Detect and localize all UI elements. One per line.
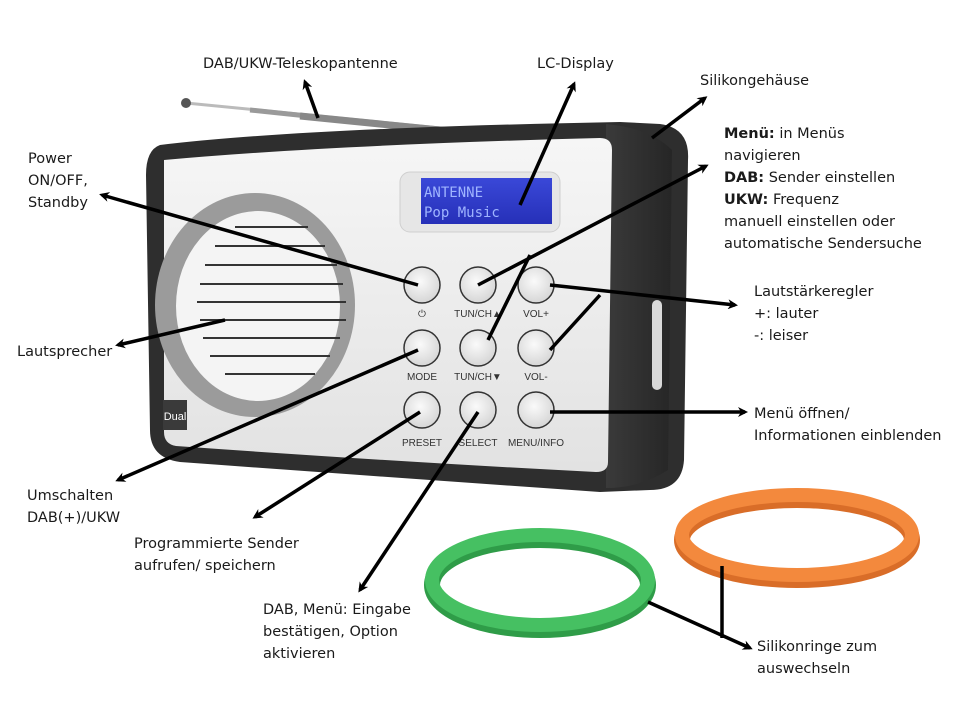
label-preset: Programmierte Sender aufrufen/ speichern <box>134 536 299 574</box>
arrow-volume-2 <box>548 293 602 352</box>
svg-text:Dual: Dual <box>164 411 187 423</box>
button-preset-cap[interactable] <box>403 391 441 429</box>
speaker-grille <box>155 193 355 417</box>
button-vol-down-cap[interactable] <box>517 329 555 367</box>
label-housing: Silikongehäuse <box>700 73 810 89</box>
arrow-rings <box>647 600 753 650</box>
label-rings: Silikonringe zum auswechseln <box>757 639 878 677</box>
label-mode: Umschalten DAB(+)/UKW <box>27 488 121 526</box>
button-mode-cap[interactable] <box>403 329 441 367</box>
arrow-display <box>518 81 576 206</box>
annotation-arrows <box>99 79 753 650</box>
arrow-power <box>99 192 419 287</box>
button-mode[interactable]: MODE <box>403 329 441 383</box>
label-speaker: Lautsprecher <box>17 344 113 360</box>
label-display: LC-Display <box>537 56 614 72</box>
telescopic-antenna <box>181 98 451 135</box>
button-preset[interactable]: PRESET <box>402 391 442 449</box>
button-select-label: SELECT <box>459 438 498 449</box>
button-power[interactable]: ⏻ <box>403 266 441 320</box>
button-vol-up-cap[interactable] <box>517 266 555 304</box>
green-ring <box>424 528 656 638</box>
button-menu-info-cap[interactable] <box>517 391 555 429</box>
button-vol-down-label: VOL- <box>524 372 547 383</box>
arrow-select <box>358 411 480 593</box>
arrow-housing <box>650 96 708 140</box>
arrow-mode <box>115 348 419 482</box>
arrow-tune-2 <box>486 254 532 341</box>
lcd-line-2: Pop Music <box>424 205 500 221</box>
button-tun-down-label: TUN/CH▼ <box>454 372 502 383</box>
button-menu-info-label: MENU/INFO <box>508 438 564 449</box>
button-power-label: ⏻ <box>418 309 426 320</box>
button-mode-label: MODE <box>407 372 437 383</box>
button-select[interactable]: SELECT <box>459 391 498 449</box>
label-select: DAB, Menü: Eingabe bestätigen, Option ak… <box>263 602 411 662</box>
label-volume: Lautstärkeregler +: lauter -: leiser <box>754 284 874 344</box>
arrow-volume <box>549 283 738 310</box>
orange-ring <box>674 488 920 588</box>
button-vol-up-label: VOL+ <box>523 309 549 320</box>
brand-logo: Dual <box>163 400 187 430</box>
label-menu: Menü öffnen/ Informationen einblenden <box>754 406 942 444</box>
button-power-cap[interactable] <box>403 266 441 304</box>
arrow-preset <box>252 410 421 519</box>
button-vol-up[interactable]: VOL+ <box>517 266 555 320</box>
control-buttons: ⏻ TUN/CH▲ VOL+ MODE TUN/CH▼ VOL- PRESET SELECT M… <box>402 266 564 449</box>
lcd-display: ANTENNE Pop Music <box>399 171 561 233</box>
button-select-cap[interactable] <box>459 391 497 429</box>
label-antenna: DAB/UKW-Teleskopantenne <box>203 56 398 72</box>
arrow-tune <box>477 164 709 287</box>
button-preset-label: PRESET <box>402 438 442 449</box>
arrow-antenna <box>302 79 320 119</box>
button-menu-info[interactable]: MENU/INFO <box>508 391 564 449</box>
label-power: Power ON/OFF, Standby <box>28 151 88 211</box>
arrow-speaker <box>115 318 226 349</box>
lcd-line-1: ANTENNE <box>424 185 483 201</box>
button-tun-up-label: TUN/CH▲ <box>454 309 502 320</box>
label-tune: Menü: in Menüs navigieren DAB: Sender ei… <box>724 126 922 252</box>
